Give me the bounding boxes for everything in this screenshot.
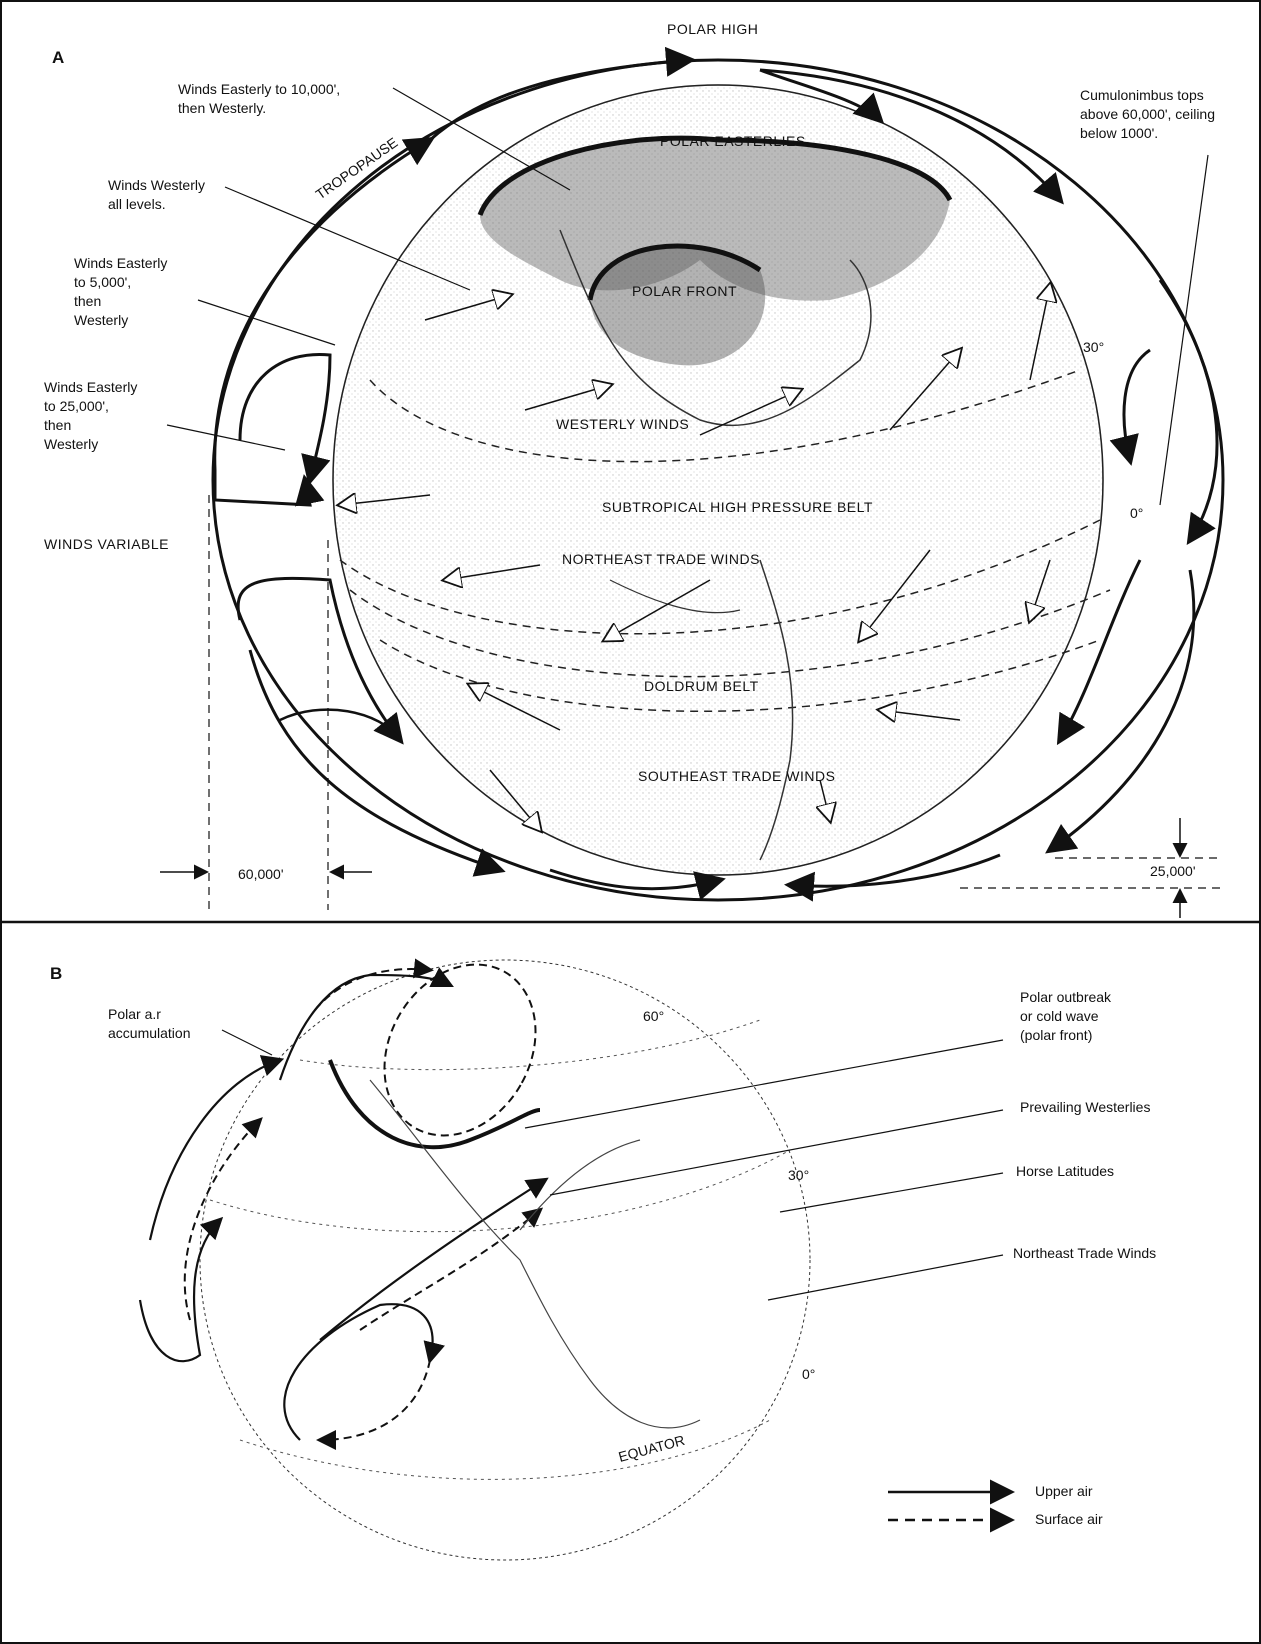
dimension-60000: 60,000' [238,865,284,884]
label-cumulonimbus: Cumulonimbus tops above 60,000', ceiling… [1080,86,1215,143]
label-polar-air-accumulation: Polar a.r accumulation [108,1005,191,1043]
label-polar-easterlies: POLAR EASTERLIES [660,132,806,151]
dimension-25000: 25,000' [1150,862,1196,881]
label-lat-30-b: 30° [788,1166,809,1185]
legend-upper-air-label: Upper air [1035,1482,1093,1501]
equator-label: EQUATOR [617,1432,687,1465]
legend-surface-air-label: Surface air [1035,1510,1103,1529]
label-doldrum-belt: DOLDRUM BELT [644,677,759,696]
label-polar-outbreak: Polar outbreak or cold wave (polar front… [1020,988,1111,1045]
label-prevailing-westerlies: Prevailing Westerlies [1020,1098,1150,1117]
label-polar-front: POLAR FRONT [632,282,737,301]
label-lat-30: 30° [1083,338,1104,357]
panel-b-letter: B [50,964,62,984]
panel-a-letter: A [52,48,64,68]
label-subtropical-high: SUBTROPICAL HIGH PRESSURE BELT [602,498,873,517]
label-horse-latitudes: Horse Latitudes [1016,1162,1114,1181]
label-westerly-winds: WESTERLY WINDS [556,415,689,434]
label-se-trade-winds: SOUTHEAST TRADE WINDS [638,767,835,786]
label-lat-0-b: 0° [802,1365,815,1384]
label-winds-variable: WINDS VARIABLE [44,535,169,554]
label-lat-0: 0° [1130,504,1143,523]
label-easterly-10000: Winds Easterly to 10,000', then Westerly… [178,80,340,118]
label-ne-trade-winds-b: Northeast Trade Winds [1013,1244,1156,1263]
panel-b-globe [140,937,1010,1560]
polar-high-title: POLAR HIGH [667,20,758,39]
label-ne-trade-winds: NORTHEAST TRADE WINDS [562,550,760,569]
equator-line [240,1420,770,1479]
label-lat-60-b: 60° [643,1007,664,1026]
label-easterly-5000: Winds Easterly to 5,000', then Westerly [74,254,167,330]
label-westerly-all-levels: Winds Westerly all levels. [108,176,205,214]
label-easterly-25000: Winds Easterly to 25,000', then Westerly [44,378,137,454]
